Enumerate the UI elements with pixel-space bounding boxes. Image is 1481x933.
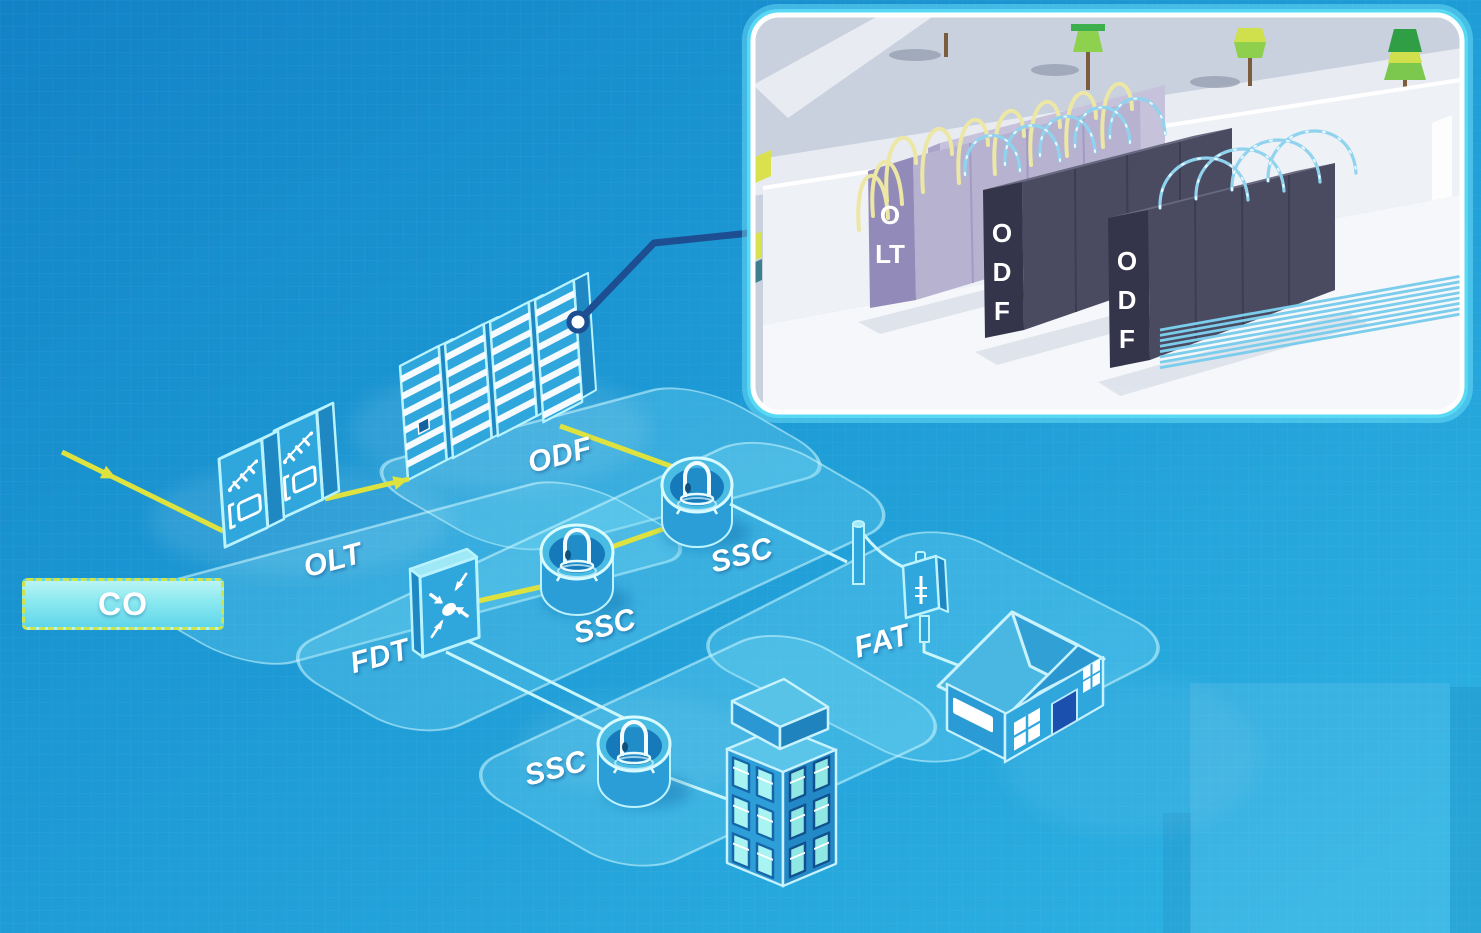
- olt-cabinet: [272, 401, 341, 521]
- cable-tray-stripes: [1159, 274, 1462, 370]
- building-windows: [788, 755, 831, 879]
- building-right-face: [781, 748, 838, 888]
- fat-terminal: [901, 551, 949, 643]
- fiber-olt-to-odf: [324, 476, 410, 502]
- building-left-face: [725, 747, 785, 888]
- olt-cabinet: [217, 429, 286, 549]
- patch-cables-yellow: [856, 81, 1134, 232]
- aggregation-arrows-icon: [429, 572, 469, 639]
- window: [1083, 659, 1100, 693]
- fiber-arrow-icon: [99, 465, 117, 479]
- ssc-manholes: [539, 456, 751, 617]
- tree: [889, 33, 948, 61]
- building-windows: [731, 756, 775, 880]
- inset-room-scene: [753, 15, 1462, 412]
- house-gable: [1002, 643, 1106, 721]
- co-zone-box: CO: [22, 578, 224, 630]
- fiber-arrow-icon: [392, 476, 409, 490]
- inset-odf-rack-label-1: ODF: [991, 218, 1013, 326]
- tree: [1190, 28, 1266, 88]
- callout-anchor-dot: [566, 310, 590, 334]
- utility-pole: [852, 520, 865, 585]
- odf-rack-row: [1108, 163, 1335, 368]
- door: [1051, 688, 1078, 737]
- window: [1014, 707, 1040, 751]
- window: [953, 697, 993, 733]
- tree: [1031, 24, 1105, 90]
- ssc-manhole: [596, 715, 691, 808]
- house-front-wall: [1003, 655, 1105, 764]
- road-band: [753, 15, 935, 118]
- ssc-manhole: [539, 523, 631, 617]
- olt-cabinets: [217, 401, 341, 549]
- inset-olt-rack-label: OLT: [875, 200, 905, 269]
- house: [936, 610, 1106, 764]
- ssc-manhole: [660, 456, 751, 549]
- fdt-cabinet: [408, 547, 481, 659]
- inset-panel: [742, 4, 1473, 423]
- odf-racks: [398, 272, 597, 482]
- patch-cables-blue: [963, 96, 1358, 210]
- inset-odf-rack-label-2: ODF: [1116, 246, 1138, 354]
- inset-border-white: [750, 12, 1465, 415]
- inset-callout-line: [566, 229, 751, 334]
- fiber-co-to-olt: [60, 449, 225, 534]
- co-label: CO: [98, 585, 148, 622]
- apartment-building: [725, 677, 838, 888]
